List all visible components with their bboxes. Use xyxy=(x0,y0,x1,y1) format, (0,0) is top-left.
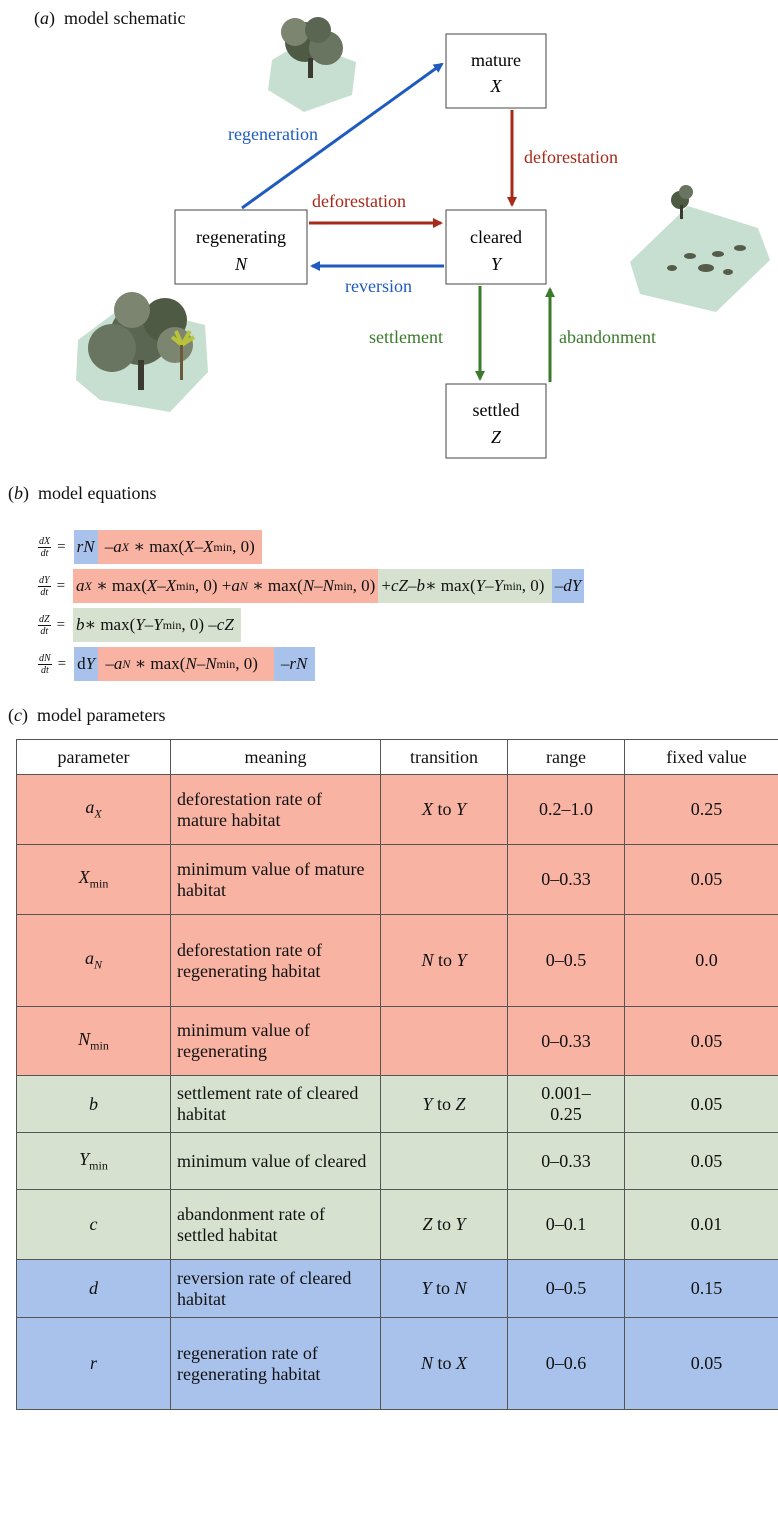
header-range: range xyxy=(507,739,625,775)
panel-c-label: (c) model parameters xyxy=(8,705,166,725)
parameters-table: parameter meaning transition range fixed… xyxy=(16,739,778,1410)
regenerating-forest-illustration xyxy=(76,292,208,412)
mature-label: mature xyxy=(471,50,521,70)
table-row: aN deforestation rate of regenerating ha… xyxy=(16,914,778,1007)
param-y-min: Ymin xyxy=(16,1132,171,1190)
table-header-row: parameter meaning transition range fixed… xyxy=(16,739,778,775)
table-row: aX deforestation rate of mature habitat … xyxy=(16,774,778,845)
mature-forest-illustration xyxy=(268,17,356,112)
table-row: Ymin minimum value of cleared 0–0.33 0.0… xyxy=(16,1132,778,1190)
settlement-label: settlement xyxy=(369,327,443,347)
transition-cell xyxy=(380,1132,508,1190)
deforestation-regen-label: deforestation xyxy=(312,191,406,211)
term-reversion: – dY xyxy=(551,569,585,603)
reversion-label: reversion xyxy=(345,276,412,296)
term-regeneration: rN xyxy=(73,530,98,564)
table-row: d reversion rate of cleared habitat Y to… xyxy=(16,1259,778,1318)
cleared-land-illustration xyxy=(630,185,770,312)
panel-b-label: (b) model equations xyxy=(8,483,157,503)
table-row: r regeneration rate of regenerating habi… xyxy=(16,1317,778,1410)
param-x-min: Xmin xyxy=(16,844,171,915)
settled-symbol: Z xyxy=(491,427,502,447)
transition-cell: N to X xyxy=(380,1317,508,1410)
regeneration-label: regeneration xyxy=(228,124,318,144)
mature-symbol: X xyxy=(490,76,503,96)
mature-box xyxy=(445,33,547,109)
param-r: r xyxy=(16,1317,171,1410)
cleared-label: cleared xyxy=(470,227,522,247)
abandonment-label: abandonment xyxy=(559,327,656,347)
param-a-n: aN xyxy=(16,914,171,1007)
param-n-min: Nmin xyxy=(16,1006,171,1076)
transition-cell: Y to Z xyxy=(380,1075,508,1133)
model-schematic: mature X cleared Y regenerating N settle… xyxy=(76,17,770,459)
settled-label: settled xyxy=(473,400,520,420)
transition-cell: Y to N xyxy=(380,1259,508,1318)
transition-cell: Z to Y xyxy=(380,1189,508,1260)
cleared-symbol: Y xyxy=(491,254,503,274)
header-parameter: parameter xyxy=(16,739,171,775)
term-regeneration-outflow: – rN xyxy=(273,647,315,681)
regeneration-arrow xyxy=(241,62,444,210)
table-row: Nmin minimum value of regenerating 0–0.3… xyxy=(16,1006,778,1076)
deforestation-mature-label: deforestation xyxy=(524,147,618,167)
panel-a-label: (a) model schematic xyxy=(34,8,186,28)
header-fixed-value: fixed value xyxy=(624,739,778,775)
table-row: b settlement rate of cleared habitat Y t… xyxy=(16,1075,778,1133)
header-transition: transition xyxy=(380,739,508,775)
regenerating-label: regenerating xyxy=(196,227,286,247)
table-row: c abandonment rate of settled habitat Z … xyxy=(16,1189,778,1260)
settled-box xyxy=(445,383,547,459)
regenerating-box xyxy=(174,209,308,285)
transition-cell xyxy=(380,1006,508,1076)
param-b: b xyxy=(16,1075,171,1133)
header-meaning: meaning xyxy=(170,739,381,775)
transition-cell: N to Y xyxy=(380,914,508,1007)
param-d: d xyxy=(16,1259,171,1318)
table-row: Xmin minimum value of mature habitat 0–0… xyxy=(16,844,778,915)
param-a-x: aX xyxy=(16,774,171,845)
transition-cell xyxy=(380,844,508,915)
regenerating-symbol: N xyxy=(234,254,248,274)
param-c: c xyxy=(16,1189,171,1260)
transition-cell: X to Y xyxy=(380,774,508,845)
cleared-box xyxy=(445,209,547,285)
